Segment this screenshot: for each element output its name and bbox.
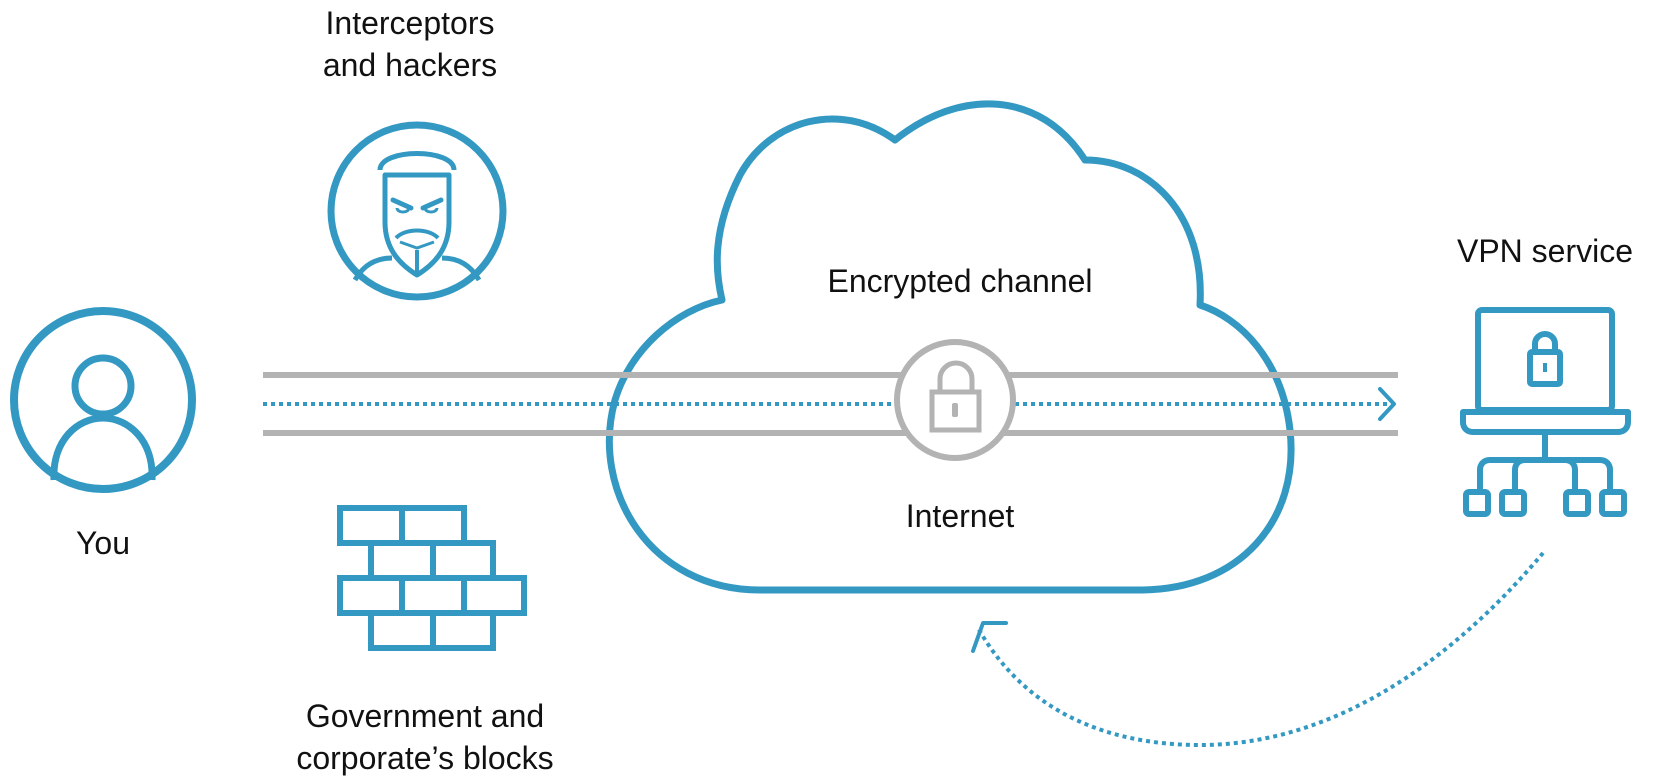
laptop-network-icon bbox=[1460, 307, 1631, 517]
interceptors-label: Interceptors and hackers bbox=[270, 2, 550, 86]
internet-label: Internet bbox=[905, 498, 1015, 534]
return-arrowhead bbox=[971, 621, 1008, 653]
tunnel-arrowhead bbox=[1378, 387, 1396, 421]
interceptors-label-line2: and hackers bbox=[322, 47, 498, 83]
padlock-icon bbox=[894, 339, 1016, 461]
user-icon bbox=[10, 307, 196, 493]
government-label-line1: Government and bbox=[305, 698, 545, 734]
you-label: You bbox=[76, 525, 130, 561]
interceptors-label-line1: Interceptors bbox=[325, 5, 495, 41]
hacker-mask-icon bbox=[327, 121, 507, 301]
brick-wall-icon bbox=[337, 505, 527, 651]
return-dotted-arc bbox=[976, 551, 1545, 748]
encrypted-channel-label: Encrypted channel bbox=[827, 263, 1093, 299]
government-label-line2: corporate’s blocks bbox=[296, 740, 554, 776]
vpn-service-label: VPN service bbox=[1456, 233, 1634, 269]
government-label: Government and corporate’s blocks bbox=[250, 695, 600, 779]
